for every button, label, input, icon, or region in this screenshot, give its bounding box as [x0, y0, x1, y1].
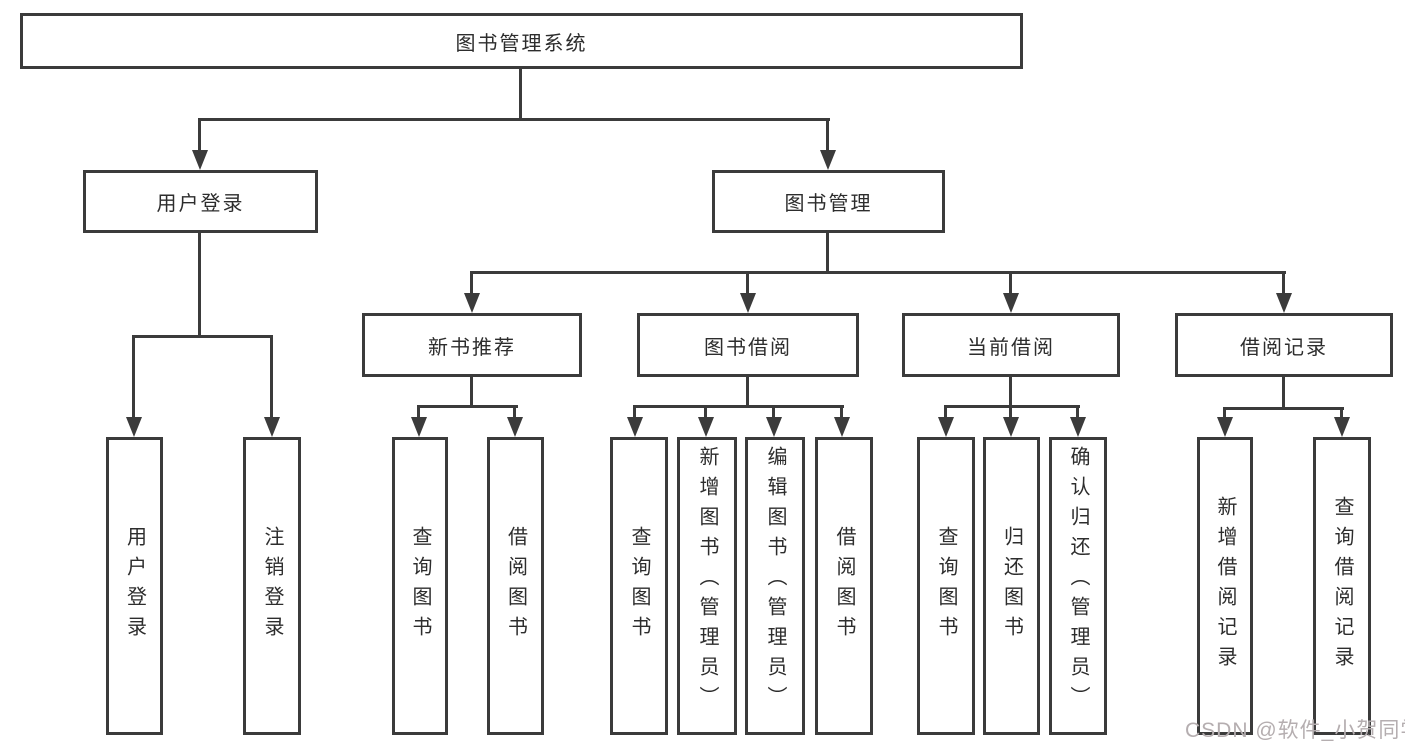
- edge-sec2-stem-4: [840, 405, 843, 418]
- node-book-management: 图书管理: [712, 170, 945, 233]
- edge-root-drop: [519, 69, 522, 118]
- edge-sec3-stem-2: [1009, 405, 1012, 418]
- edge-mgmt-stem-2: [746, 271, 749, 295]
- edge-sec4-drop: [1282, 377, 1285, 407]
- edge-sec2-stem-3: [772, 405, 775, 418]
- arrowhead-icon: [698, 417, 714, 437]
- arrowhead-icon: [1334, 417, 1350, 437]
- arrowhead-icon: [1276, 293, 1292, 313]
- edge-sec2-drop: [746, 377, 749, 405]
- edge-mgmt-stem-1: [470, 271, 473, 295]
- arrowhead-icon: [834, 417, 850, 437]
- edge-sec1-stem-1: [417, 405, 420, 418]
- edge-sec3-drop: [1009, 377, 1012, 405]
- edge-user-drop: [198, 233, 201, 335]
- arrowhead-icon: [264, 417, 280, 437]
- edge-sec3-split: [944, 405, 1080, 408]
- arrowhead-icon: [1217, 417, 1233, 437]
- edge-mgmt-stem-3: [1009, 271, 1012, 295]
- leaf-query-book-current: 查询图书: [917, 437, 975, 735]
- node-root: 图书管理系统: [20, 13, 1023, 69]
- arrowhead-icon: [766, 417, 782, 437]
- leaf-borrow-book: 借阅图书: [815, 437, 873, 735]
- leaf-user-login: 用户登录: [106, 437, 163, 735]
- edge-sec1-stem-2: [513, 405, 516, 418]
- node-borrow-records: 借阅记录: [1175, 313, 1393, 377]
- edge-mgmt-stem-4: [1282, 271, 1285, 295]
- arrowhead-icon: [1070, 417, 1086, 437]
- leaf-query-book-borrow: 查询图书: [610, 437, 668, 735]
- arrowhead-icon: [1003, 293, 1019, 313]
- arrowhead-icon: [820, 150, 836, 170]
- node-book-borrow: 图书借阅: [637, 313, 859, 377]
- edge-sec1-split: [417, 405, 518, 408]
- edge-root-stem-left: [198, 118, 201, 152]
- arrowhead-icon: [126, 417, 142, 437]
- arrowhead-icon: [627, 417, 643, 437]
- leaf-query-borrow-record: 查询借阅记录: [1313, 437, 1371, 735]
- leaf-add-borrow-record: 新增借阅记录: [1197, 437, 1253, 735]
- edge-user-split: [132, 335, 273, 338]
- arrowhead-icon: [192, 150, 208, 170]
- edge-sec4-stem-1: [1223, 407, 1226, 418]
- edge-user-stem-1: [132, 335, 135, 418]
- leaf-logout: 注销登录: [243, 437, 301, 735]
- arrowhead-icon: [1003, 417, 1019, 437]
- arrowhead-icon: [938, 417, 954, 437]
- edge-sec4-stem-2: [1340, 407, 1343, 418]
- edge-root-stem-right: [826, 118, 829, 152]
- leaf-borrow-book-recommend: 借阅图书: [487, 437, 544, 735]
- leaf-edit-book-admin: 编辑图书（管理员）: [745, 437, 805, 735]
- edge-sec4-split: [1223, 407, 1344, 410]
- edge-user-stem-2: [270, 335, 273, 418]
- edge-sec3-stem-3: [1076, 405, 1079, 418]
- edge-sec2-split: [633, 405, 844, 408]
- edge-sec2-stem-2: [704, 405, 707, 418]
- arrowhead-icon: [464, 293, 480, 313]
- leaf-query-book-recommend: 查询图书: [392, 437, 448, 735]
- edge-root-split: [198, 118, 830, 121]
- csdn-watermark: CSDN @软件_小贺同学: [1185, 719, 1405, 742]
- leaf-confirm-return-admin: 确认归还（管理员）: [1049, 437, 1107, 735]
- leaf-add-book-admin: 新增图书（管理员）: [677, 437, 737, 735]
- edge-sec2-stem-1: [633, 405, 636, 418]
- edge-sec3-stem-1: [944, 405, 947, 418]
- arrowhead-icon: [507, 417, 523, 437]
- edge-sec1-drop: [470, 377, 473, 405]
- arrowhead-icon: [740, 293, 756, 313]
- arrowhead-icon: [411, 417, 427, 437]
- node-user-login: 用户登录: [83, 170, 318, 233]
- leaf-return-book: 归还图书: [983, 437, 1040, 735]
- edge-mgmt-drop: [826, 233, 829, 271]
- node-new-book-recommend: 新书推荐: [362, 313, 582, 377]
- edge-mgmt-split: [470, 271, 1286, 274]
- node-current-borrow: 当前借阅: [902, 313, 1120, 377]
